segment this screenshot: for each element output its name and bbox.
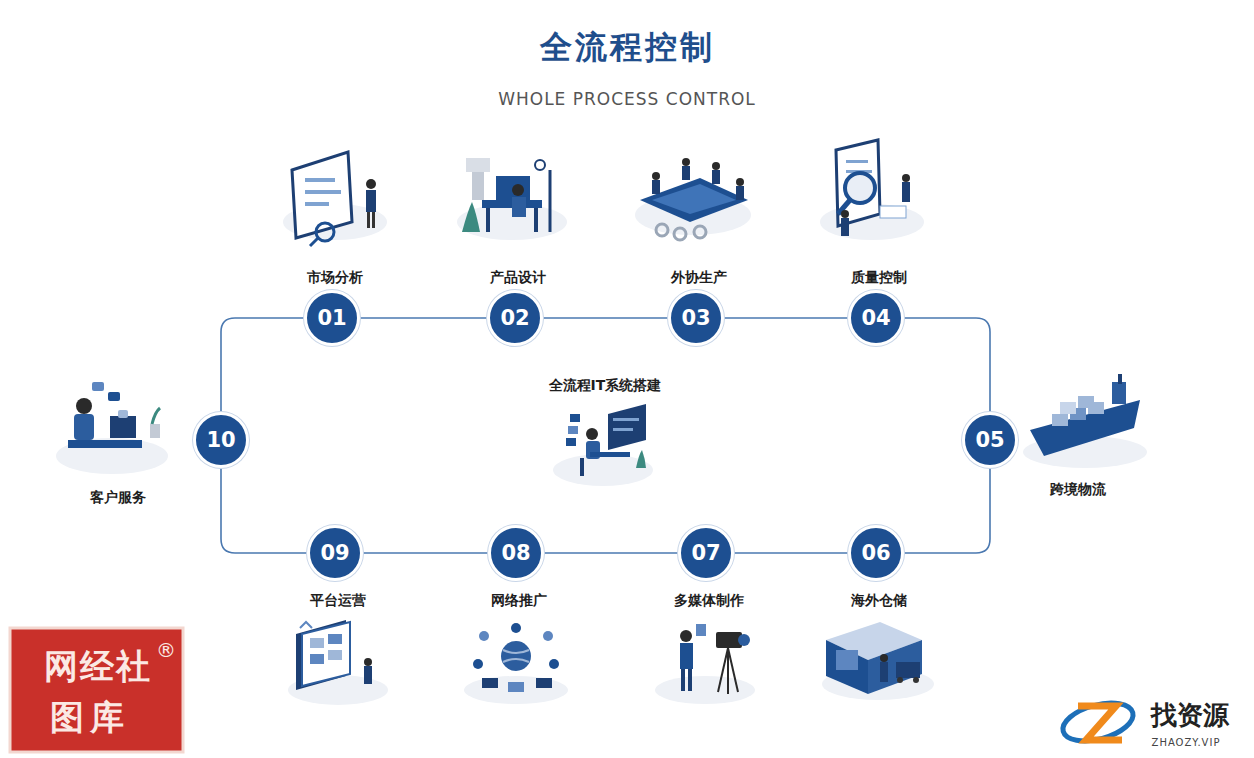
step-heading: 外协生产 [669,269,729,287]
connector-line [543,317,668,319]
loop-connector [904,318,990,412]
step-heading: 产品设计 [488,269,548,287]
connector-line [904,468,990,553]
step-heading: 海外仓储 [849,592,909,610]
connector-line [360,317,487,319]
connector-line [544,552,678,554]
warehouse-icon [822,622,934,700]
connector-line [734,552,848,554]
production-icon [635,158,751,240]
step-heading: 网络推广 [489,592,549,610]
step-number: 01 [317,306,346,330]
connector-line [221,318,304,412]
loop-connector [724,318,848,319]
design-icon [457,158,567,240]
connector-line [724,317,848,319]
step-number: 08 [501,541,530,565]
step-circle: 07多媒体制作 [678,525,734,581]
step-heading: 市场分析 [305,269,365,287]
it-system-icon [553,404,653,486]
loop-connector [221,468,307,553]
watermark-text: 网经社 [44,644,152,690]
step-circle: 10客户服务 [193,412,249,468]
step-heading: 多媒体制作 [672,592,746,610]
step-number: 02 [500,306,529,330]
step-number: 04 [861,306,890,330]
step-heading: 平台运营 [308,592,368,610]
center-caption: 全流程IT系统搭建 [549,377,662,395]
watermark-box [10,628,183,752]
subtitle: WHOLE PROCESS CONTROL [498,89,756,109]
step-circle: 06海外仓储 [848,525,904,581]
market-icon [283,152,387,246]
loop-connector [544,553,678,554]
connector-line [221,468,307,553]
step-circle: 01市场分析 [304,290,360,346]
loop-connector [363,553,488,554]
step-heading: 客户服务 [88,489,148,507]
step-heading: 质量控制 [849,269,909,287]
step-circle: 02产品设计 [487,290,543,346]
step-number: 07 [691,541,720,565]
logo-url: ZHAOZY.VIP [1152,737,1221,748]
loop-connector [360,318,487,319]
media-icon [655,624,755,704]
logo-text: 找资源 [1151,698,1229,733]
ship-icon [1023,374,1147,468]
step-number: 10 [206,428,235,452]
platform-icon [288,620,388,705]
step-heading: 跨境物流 [1048,481,1108,499]
logo-mark [1059,696,1137,747]
diagram-title: 全流程控制 [540,26,715,70]
step-circle: 05跨境物流 [962,412,1018,468]
step-number: 06 [861,541,890,565]
loop-connector [221,318,304,412]
loop-connector [904,468,990,553]
network-icon [464,623,568,704]
step-number: 05 [975,428,1004,452]
step-circle: 08网络推广 [488,525,544,581]
registered-mark: ® [156,638,176,662]
step-number: 03 [681,306,710,330]
connector-line [904,318,990,412]
quality-icon [820,140,924,240]
step-number: 09 [320,541,349,565]
watermark-text: 图库 [50,695,130,741]
step-circle: 03外协生产 [668,290,724,346]
service-icon [56,382,168,474]
loop-connector [734,553,848,554]
loop-connector [543,318,668,319]
connector-line [363,552,488,554]
step-circle: 09平台运营 [307,525,363,581]
step-circle: 04质量控制 [848,290,904,346]
